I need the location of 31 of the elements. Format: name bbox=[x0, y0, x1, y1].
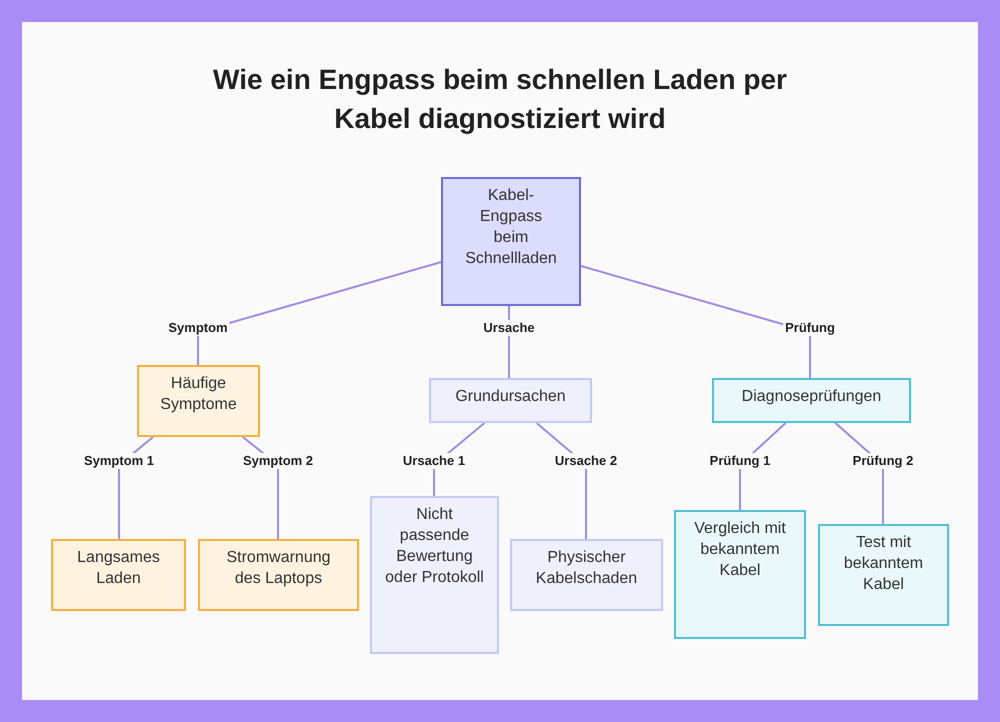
edge-label: Symptom 1 bbox=[82, 453, 156, 469]
topic-box bbox=[818, 524, 949, 626]
node-text: Stromwarnung des Laptops bbox=[225, 548, 332, 589]
topic-box bbox=[712, 378, 911, 423]
node-text: Grundursachen bbox=[454, 387, 567, 407]
edge-label: Prüfung 1 bbox=[708, 453, 772, 469]
topic-box bbox=[674, 510, 806, 639]
topic-box bbox=[510, 539, 663, 611]
edge-label: Symptom 2 bbox=[240, 453, 316, 469]
connector-line bbox=[580, 265, 811, 378]
edge-label: Prüfung 2 bbox=[850, 453, 916, 469]
topic-box bbox=[370, 496, 499, 654]
edge-label: Ursache 2 bbox=[552, 453, 620, 469]
edge-label: Ursache bbox=[481, 320, 537, 336]
node-text: Häufige Symptome bbox=[159, 374, 238, 415]
node-text: Langsames Laden bbox=[76, 548, 161, 589]
topic-box bbox=[137, 365, 260, 437]
topic-box bbox=[51, 539, 186, 611]
node-text: Nicht passende Bewertung oder Protokoll bbox=[384, 505, 485, 588]
diagram-title: Wie ein Engpass beim schnellen Laden per Kabel diagnostiziert wird bbox=[212, 63, 788, 136]
node-text: Vergleich mit bekanntem Kabel bbox=[693, 519, 787, 581]
topic-box bbox=[198, 539, 359, 611]
edge-label: Symptom bbox=[166, 320, 230, 336]
edge-label: Prüfung bbox=[783, 320, 837, 336]
topic-box bbox=[429, 378, 592, 423]
node-text: Test mit bekanntem Kabel bbox=[842, 533, 924, 595]
topic-box bbox=[441, 177, 581, 306]
edge-label: Ursache 1 bbox=[400, 453, 468, 469]
node-text: Physischer Kabelschaden bbox=[534, 548, 638, 589]
node-text: Diagnoseprüfungen bbox=[740, 387, 882, 407]
node-text: Kabel-Engpass beim Schnellladen bbox=[464, 186, 558, 269]
